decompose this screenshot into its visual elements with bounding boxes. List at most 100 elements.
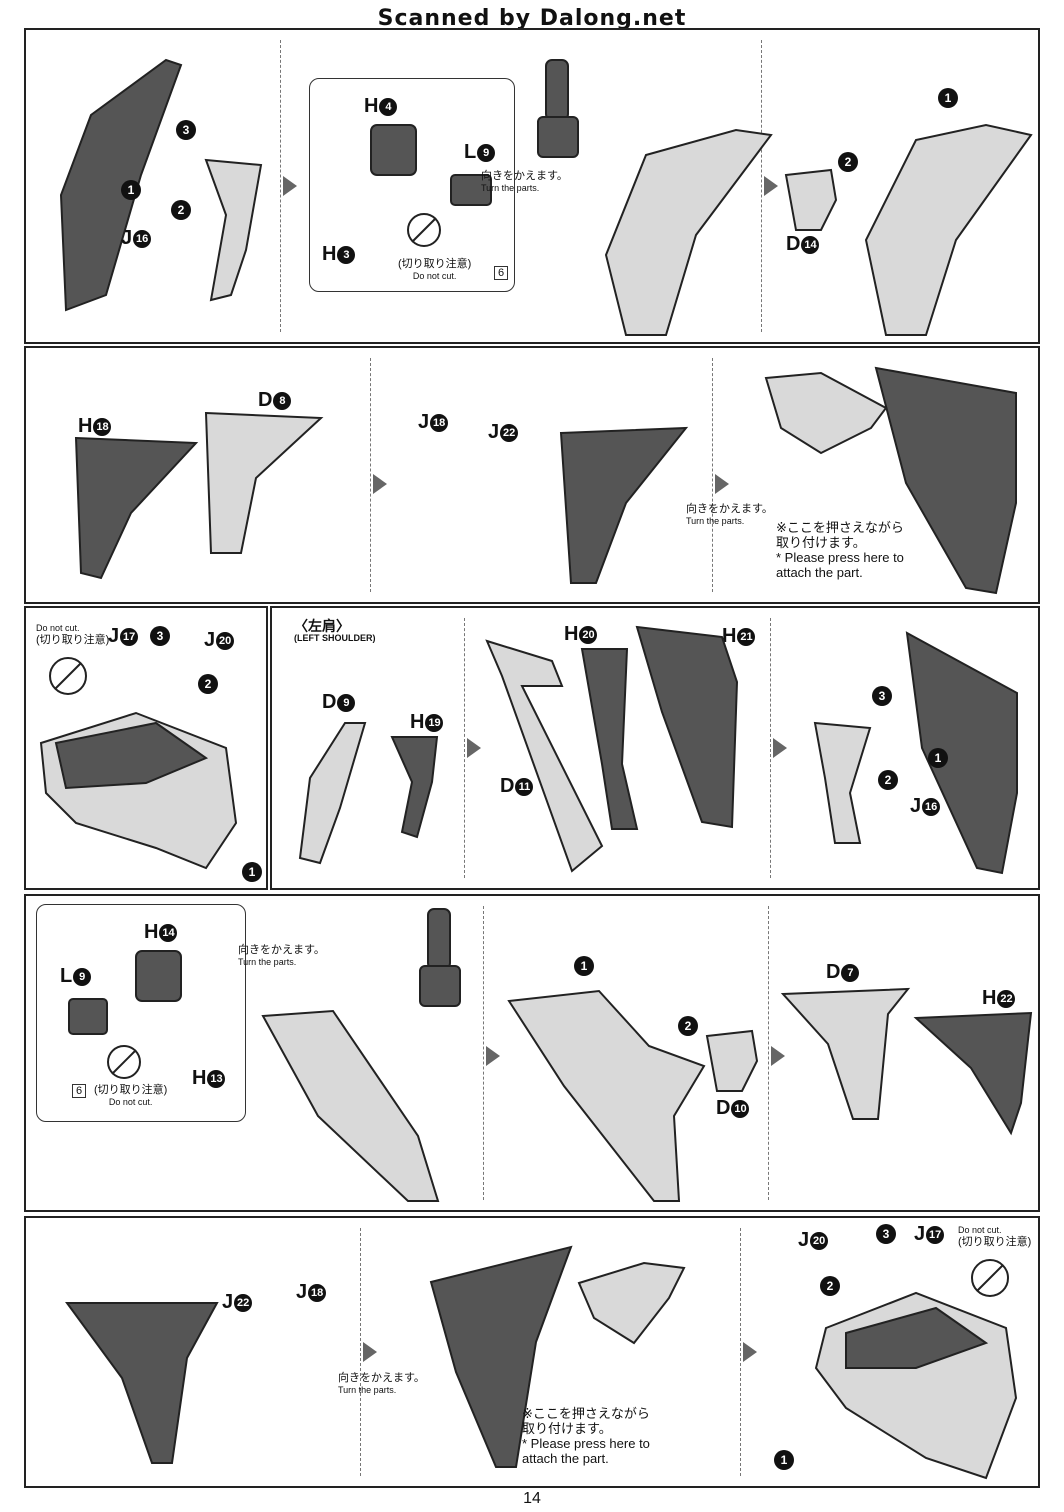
step-number: 1 (938, 88, 958, 108)
shoulder-assembly-2 (814, 1291, 1018, 1480)
no-cut-symbol (49, 657, 87, 695)
step-number: 3 (150, 626, 170, 646)
step-number: 3 (872, 686, 892, 706)
step-number: 2 (878, 770, 898, 790)
arm-piece-light-3 (813, 721, 872, 844)
step-number: 1 (121, 180, 141, 200)
subassembly-inset (36, 904, 246, 1122)
turn-parts-note: 向きをかえます。Turn the parts. (686, 503, 773, 526)
next-step-arrow (467, 738, 481, 758)
no-cut-symbol (407, 213, 441, 247)
step-number: 2 (171, 200, 191, 220)
no-cut-symbol (107, 1045, 141, 1079)
do-not-cut-note: (切り取り注意)Do not cut. (398, 258, 472, 281)
do-not-cut-note: Do not cut.(切り取り注意) (36, 623, 110, 646)
press-here-note: ※ここを押さえながら取り付けます。 * Please press here to… (522, 1406, 650, 1466)
next-step-arrow (764, 176, 778, 196)
step-divider (770, 618, 771, 878)
next-step-arrow (486, 1046, 500, 1066)
step-divider (464, 618, 465, 878)
next-step-arrow (773, 738, 787, 758)
wing-dark-4 (65, 1302, 219, 1464)
small-bracket-dark (450, 174, 492, 206)
wing-dark-3 (913, 1011, 1033, 1136)
step-divider (280, 40, 281, 332)
step-divider (370, 358, 371, 592)
joint-block-dark (370, 124, 417, 176)
turn-parts-note: 向きをかえます。Turn the parts. (338, 1372, 425, 1395)
next-step-arrow (363, 1342, 377, 1362)
tool-badge: 6 (72, 1084, 87, 1098)
wing-dark (74, 436, 199, 580)
wing-assembly-dark (874, 366, 1017, 595)
step-number: 2 (820, 1276, 840, 1296)
cover-piece-light (784, 168, 838, 231)
step-number: 2 (198, 674, 218, 694)
long-frame-light (485, 639, 604, 873)
arm-piece-light-4 (577, 1261, 686, 1345)
step-number: 1 (774, 1450, 794, 1470)
frame-light-2 (298, 722, 367, 865)
step-number: 2 (678, 1016, 698, 1036)
joint-arm-dark-2 (419, 908, 461, 1007)
cover-piece-light-2 (705, 1029, 759, 1092)
next-step-arrow (771, 1046, 785, 1066)
step-divider (712, 358, 713, 592)
shoulder-armor-dark-2 (905, 631, 1018, 875)
shoulder-armor-light-2 (864, 123, 1033, 336)
joint-arm-dark (537, 59, 579, 158)
next-step-arrow (743, 1342, 757, 1362)
frame-light (204, 411, 324, 554)
step-number: 1 (928, 748, 948, 768)
shoulder-armor-dark (59, 58, 183, 312)
step-number: 3 (176, 120, 196, 140)
arm-piece-light-2 (764, 371, 888, 455)
page-number: 14 (523, 1490, 541, 1507)
shoulder-armor-light-3 (261, 1009, 440, 1202)
turn-parts-note: 向きをかえます。Turn the parts. (481, 170, 568, 193)
scan-credit: Scanned by Dalong.net (377, 6, 687, 31)
frame-light-3 (780, 987, 911, 1120)
wing-dark-2 (559, 426, 689, 584)
do-not-cut-note: Do not cut.(切り取り注意) (958, 1225, 1032, 1248)
step-divider (360, 1228, 361, 1476)
step-divider (483, 906, 484, 1200)
shoulder-armor-light-4 (507, 989, 706, 1202)
small-bracket-dark-2 (68, 998, 108, 1035)
step-number: 1 (242, 862, 262, 882)
step-number: 3 (876, 1224, 896, 1244)
arm-piece-light (204, 158, 263, 302)
press-here-note: ※ここを押さえながら取り付けます。 * Please press here to… (776, 520, 904, 580)
shoulder-assembly (39, 711, 238, 870)
turn-parts-note: 向きをかえます。Turn the parts. (238, 944, 325, 967)
subassembly-inset (309, 78, 515, 292)
inner-panel-dark (580, 648, 639, 830)
step-number: 2 (838, 152, 858, 172)
shoulder-armor-light (604, 128, 773, 336)
step-divider (740, 1228, 741, 1476)
